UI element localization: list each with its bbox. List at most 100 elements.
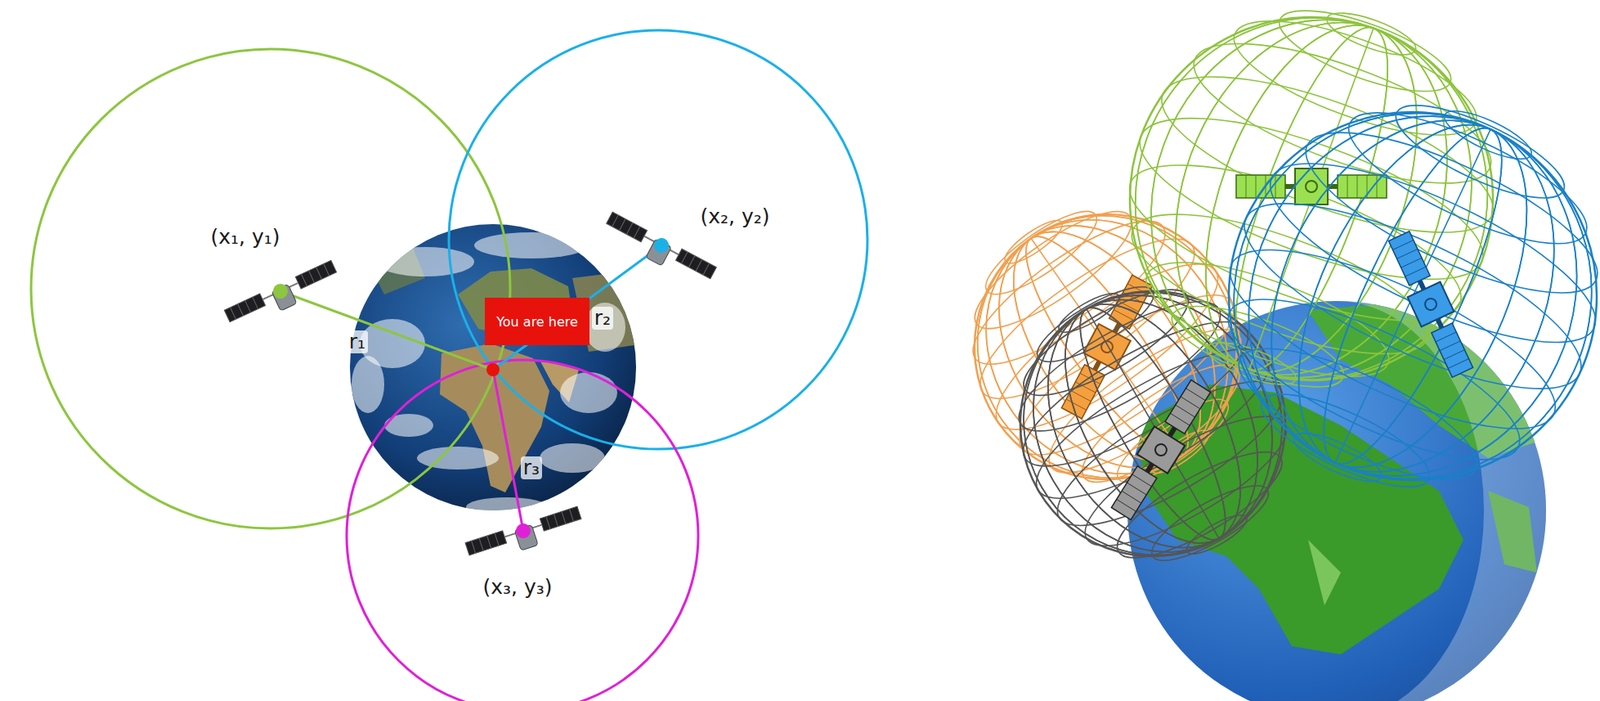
panel-grid: [1175, 404, 1196, 417]
panel-grid: [1116, 498, 1137, 511]
satellite-dot: [651, 235, 672, 256]
continent: [439, 343, 550, 493]
parallel: [999, 213, 1068, 270]
panel-grid: [1113, 309, 1134, 321]
panel-grid: [612, 215, 619, 227]
panel-grid: [569, 508, 574, 521]
panel-grid: [1376, 174, 1378, 198]
meridian: [1205, 12, 1418, 386]
solar-panel: [1236, 174, 1286, 198]
blue-sphere: [1165, 44, 1600, 548]
panel-grid: [1255, 174, 1257, 198]
panel-grid: [1180, 396, 1201, 409]
panel-grid: [546, 516, 551, 529]
cloud: [560, 371, 618, 413]
panel-grid: [1245, 174, 1247, 198]
satellite-body: [1295, 168, 1328, 205]
satellite-lens: [1152, 441, 1169, 458]
parallel: [1053, 286, 1124, 340]
cloud: [474, 232, 589, 259]
panel-grid: [471, 540, 476, 553]
meridian: [1190, 62, 1600, 531]
satellite-lens: [1423, 296, 1439, 313]
panel-grid: [1357, 174, 1358, 198]
panel-grid: [237, 304, 244, 317]
meridian: [1174, 53, 1600, 538]
parallel: [1010, 271, 1202, 414]
meridian: [936, 172, 1278, 521]
cloud: [416, 446, 499, 470]
panel-grid: [561, 510, 566, 524]
continent: [1308, 539, 1341, 606]
satellite: [224, 259, 342, 332]
panel-grid: [252, 296, 259, 310]
parallel: [975, 237, 1238, 455]
parallel: [1142, 472, 1278, 574]
parallel: [1384, 87, 1575, 216]
parallel: [1104, 433, 1296, 576]
parallel: [1003, 278, 1237, 453]
panel-grid: [703, 263, 710, 275]
satellite-body: [1137, 425, 1186, 473]
satellite-body: [1407, 282, 1455, 328]
panel-grid: [309, 270, 315, 283]
panel-grid: [1397, 248, 1418, 259]
meridian: [1217, 74, 1600, 518]
panel-grid: [1169, 412, 1190, 426]
meridian: [975, 244, 1330, 602]
panel-grid: [1443, 349, 1465, 360]
panel-grid: [323, 264, 330, 277]
location-text: You are here: [496, 313, 579, 330]
satellite: [1106, 376, 1217, 523]
sphere-outline: [1078, 0, 1544, 432]
meridian: [1057, 291, 1250, 556]
meridian: [975, 244, 1330, 602]
solar-panel: [1388, 231, 1430, 286]
panel-grid: [1275, 174, 1277, 198]
panel-grid: [1126, 482, 1147, 495]
parallel: [1438, 102, 1538, 169]
parallel: [1112, 133, 1479, 353]
panel-grid: [1435, 331, 1457, 342]
range-line: [280, 291, 493, 370]
panel-grid: [1405, 266, 1426, 277]
solar-panel: [295, 259, 337, 289]
panel-grid: [633, 226, 641, 238]
parallel: [1116, 185, 1445, 382]
position-dot: [486, 363, 500, 377]
meridian: [1205, 12, 1418, 386]
panel-grid: [1439, 340, 1461, 351]
panel-grid: [316, 267, 323, 280]
parallel: [1322, 4, 1421, 64]
meridian: [1086, 309, 1220, 539]
cloud: [351, 355, 385, 413]
meridian: [936, 172, 1278, 521]
panel-grid: [695, 259, 703, 271]
range-label: r₃: [520, 456, 543, 480]
range-circle: [448, 30, 868, 449]
panel-grid: [479, 537, 484, 551]
panel-grid: [1132, 474, 1152, 487]
solar-panel: [1431, 322, 1474, 377]
cloud: [466, 497, 548, 517]
satellite-lens: [1305, 180, 1318, 193]
parallel: [1223, 168, 1600, 425]
range-label: r₂: [591, 306, 614, 331]
solar-panel: [1111, 466, 1157, 520]
solar-panel: [539, 506, 582, 531]
meridian: [987, 251, 1319, 597]
left-illustration: [31, 30, 868, 701]
coordinate-label: (x₂, y₂): [699, 205, 770, 229]
meridian: [987, 251, 1319, 597]
parallel: [975, 198, 1108, 308]
panel-grid: [1447, 358, 1469, 369]
panel-grid: [1066, 398, 1087, 410]
panel-grid: [1401, 257, 1422, 268]
panel-grid: [494, 533, 499, 546]
parallel: [1209, 268, 1539, 491]
meridian: [1129, 0, 1495, 413]
panel-grid: [1071, 389, 1092, 401]
panel-grid: [1121, 490, 1142, 503]
